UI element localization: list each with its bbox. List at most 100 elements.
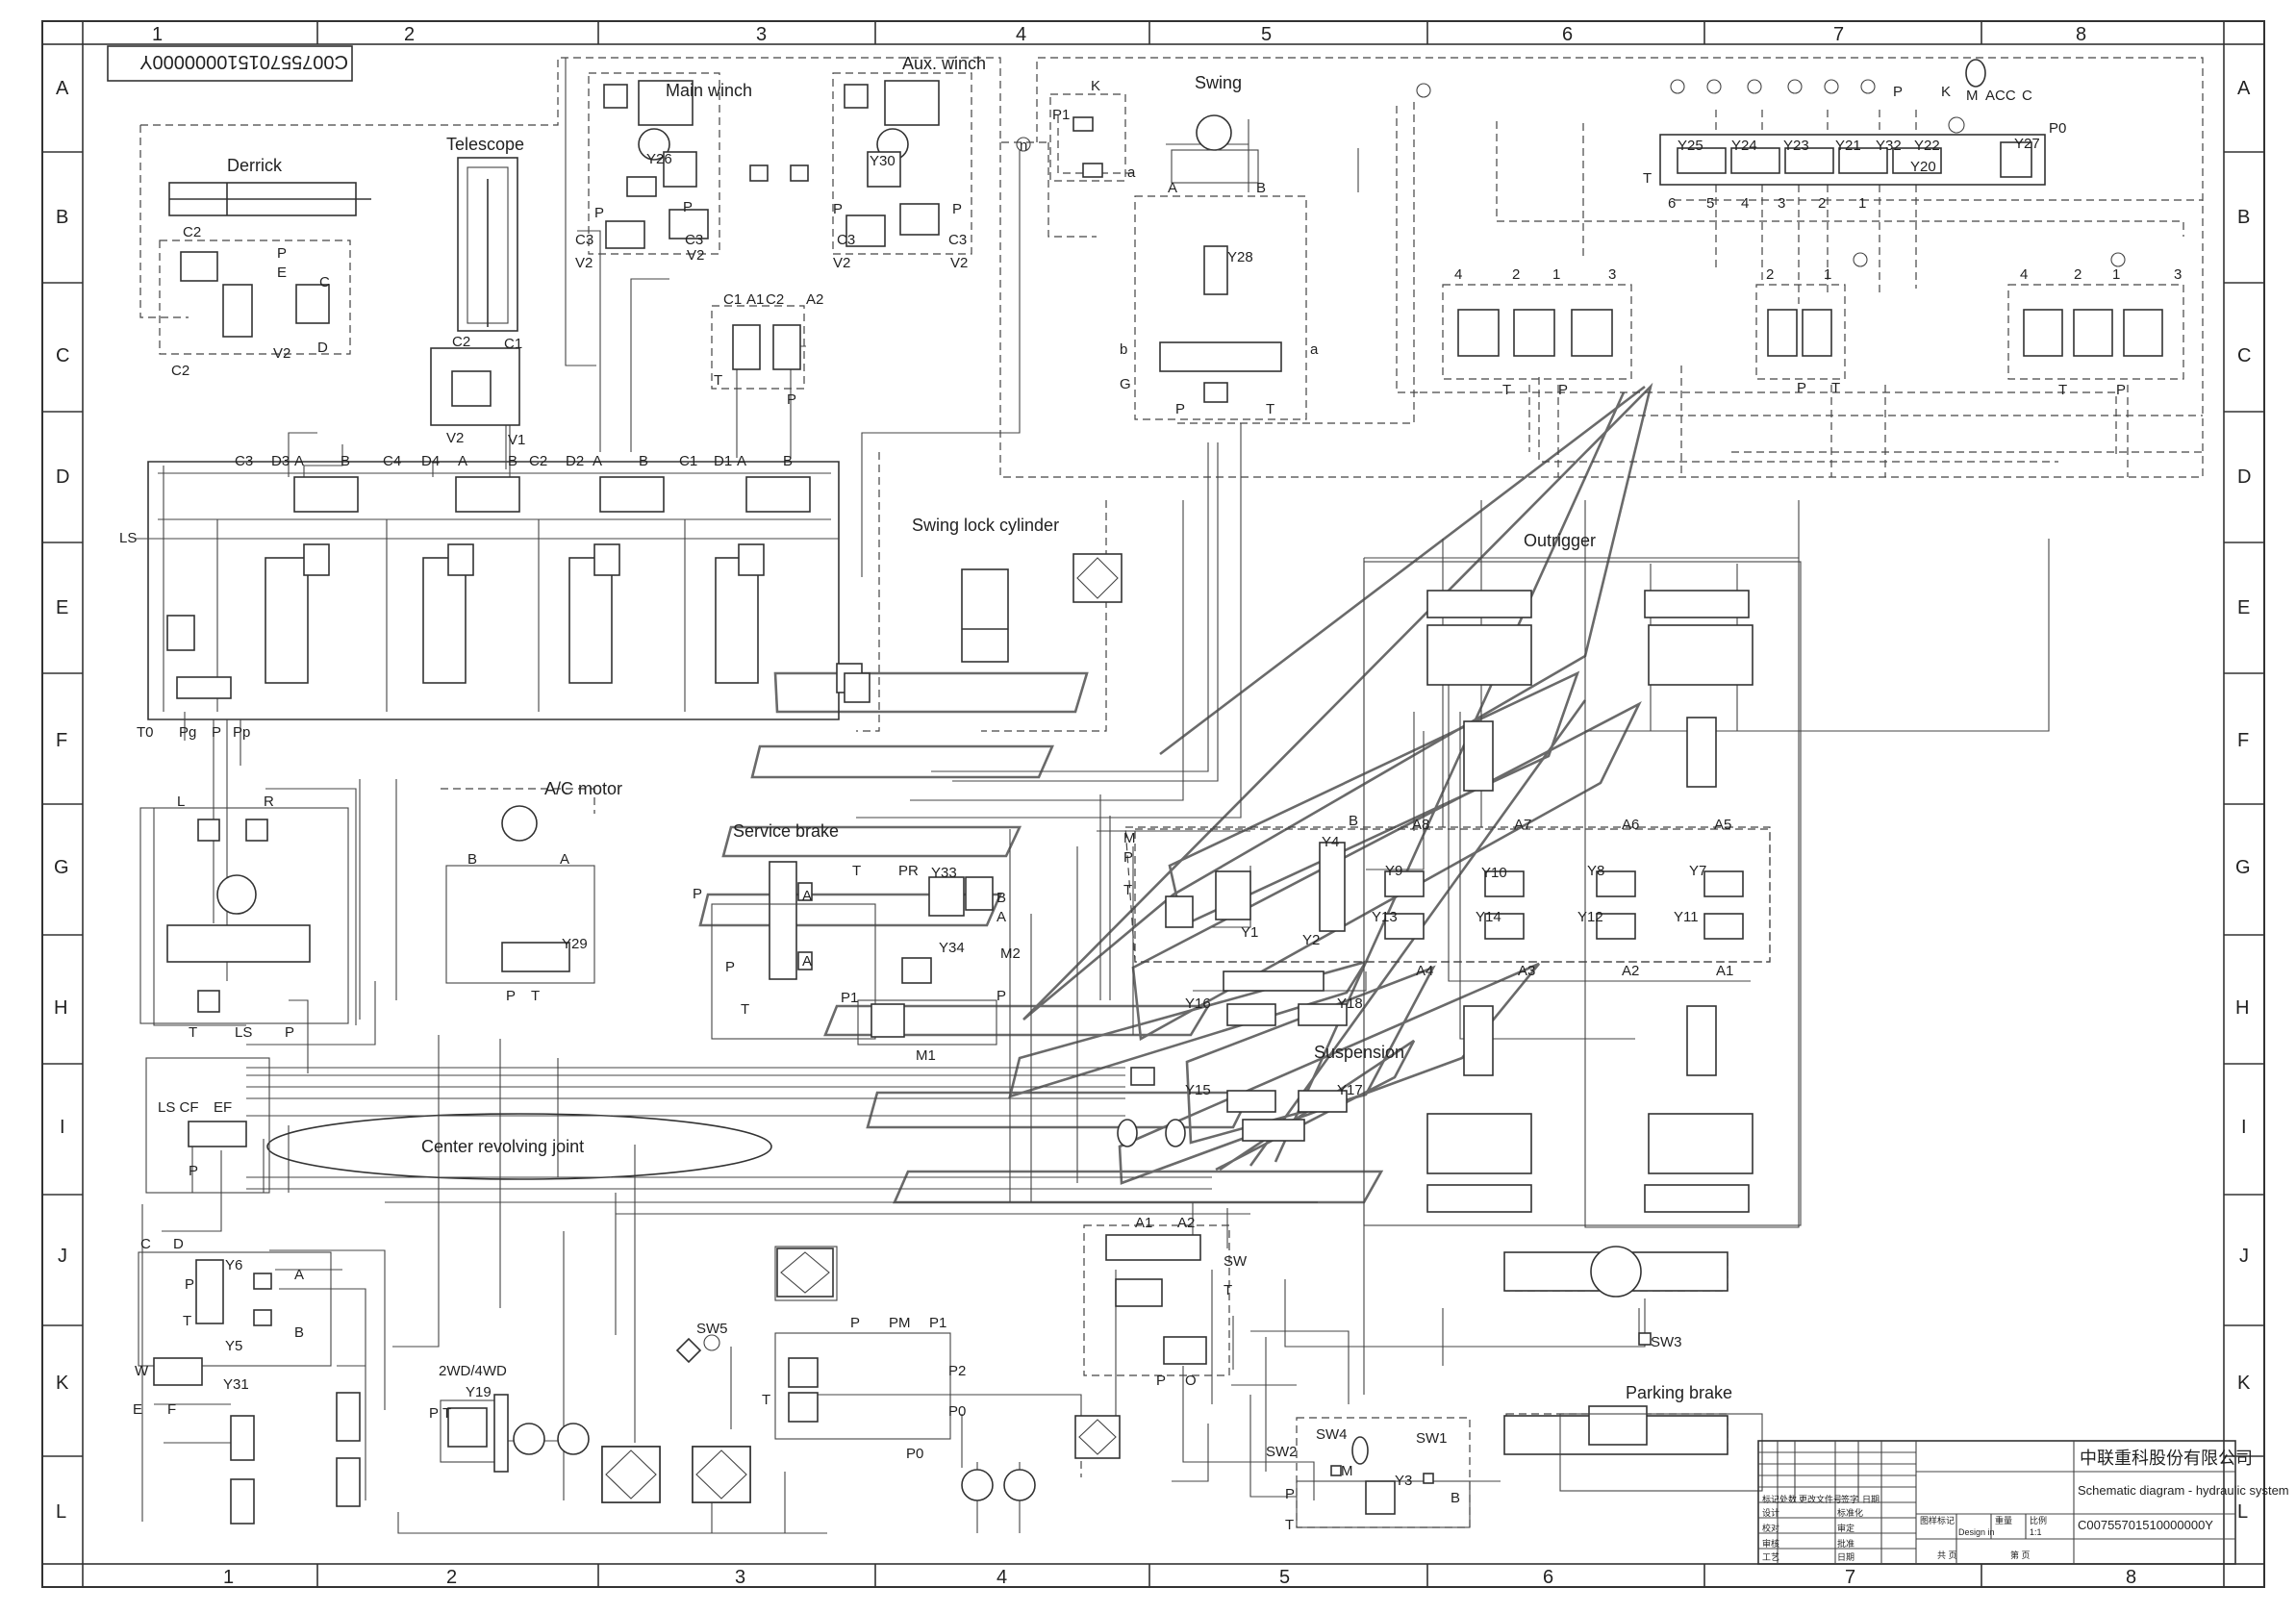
center-joint-label: Center revolving joint	[421, 1137, 584, 1156]
sv-c: C	[2022, 88, 2032, 104]
bj-a2: A2	[1177, 1215, 1195, 1231]
sv-t: T	[1643, 170, 1652, 187]
sb-p: P	[997, 988, 1006, 1004]
sv-4: 4	[1741, 195, 1749, 212]
grid-row-label: L	[56, 1501, 66, 1523]
ac-motor-label: A/C motor	[544, 779, 622, 798]
bank-c3: C3	[235, 453, 253, 469]
pv-p: P	[189, 1163, 198, 1179]
grid-col-label: 7	[1845, 1567, 1855, 1588]
tb-header-date: 日期	[1862, 1495, 1880, 1504]
priority-valve: LS CF EF P	[145, 1057, 270, 1194]
sb-a2: A	[802, 953, 812, 970]
aux-winch-y30: Y30	[870, 153, 896, 169]
pv3-3: 3	[2174, 266, 2182, 283]
wb-a2: A2	[806, 291, 823, 308]
ac-b: B	[467, 851, 477, 868]
grid-row-label: G	[54, 857, 69, 878]
or-y13: Y13	[1372, 909, 1398, 925]
grid-col-label: 8	[2076, 24, 2086, 45]
main-valve-bank: C3 D3 A B C4 D4 A B C2 D2 A B C1 D1 A B …	[119, 453, 863, 741]
grid-row-label: B	[2237, 207, 2250, 228]
main-winch-section: Main winch Y26 P P C3 C3 V2 V2	[575, 72, 809, 271]
or-y7: Y7	[1689, 863, 1706, 879]
or-y9: Y9	[1385, 863, 1402, 879]
main-winch-c3: C3	[575, 232, 593, 248]
grid-row-label: D	[56, 466, 69, 488]
lv-d: D	[173, 1236, 184, 1252]
wd-label: 2WD/4WD	[439, 1363, 507, 1379]
ac-a: A	[560, 851, 569, 868]
susp-y17: Y17	[1337, 1082, 1363, 1098]
ac-p: P	[506, 988, 516, 1004]
suspension-section: Suspension Y16 Y18 Y15 Y17	[1117, 970, 1404, 1147]
grid-col-label: 6	[1543, 1567, 1553, 1588]
grid-row-label: G	[2235, 857, 2251, 878]
tb-row-design: 设计	[1762, 1507, 1779, 1518]
drawing-number-stamp: C00755701510000000Y	[107, 45, 353, 82]
sb-p1: P1	[841, 990, 858, 1006]
tb-doc-number: C00755701510000000Y	[2078, 1518, 2213, 1532]
derrick-port-p: P	[277, 245, 287, 262]
grid-col-label: 3	[735, 1567, 745, 1588]
sb-m2: M2	[1000, 945, 1021, 962]
derrick-port-c: C	[319, 274, 330, 290]
swing-p: P	[1175, 401, 1185, 417]
brake-valve-J: A1 A2 SW T P O	[1105, 1215, 1248, 1389]
or-y14: Y14	[1476, 909, 1501, 925]
wb-p: P	[787, 391, 796, 408]
sv-3: 3	[1778, 195, 1785, 212]
swing-a-right: a	[1310, 341, 1319, 358]
tb-row-date: 日期	[1837, 1552, 1854, 1562]
grid-row-label: H	[54, 997, 67, 1019]
ac-motor-section: A/C motor B A Y29 P T	[445, 779, 622, 1004]
ac-t: T	[531, 988, 540, 1004]
grid-row-label: C	[56, 345, 69, 366]
main-winch-label: Main winch	[666, 81, 752, 100]
sw-sw1: SW1	[1416, 1430, 1448, 1447]
pv3-4: 4	[2020, 266, 2028, 283]
pilot-control-lines	[139, 57, 2204, 1528]
pv-lscf: LS CF	[158, 1099, 199, 1116]
bank-b1: B	[341, 453, 350, 469]
sb-m1: M1	[916, 1047, 936, 1064]
or-a1: A1	[1716, 963, 1733, 979]
filters	[601, 1248, 834, 1503]
bj-sw: SW	[1224, 1253, 1248, 1270]
sv-y20: Y20	[1910, 159, 1936, 175]
pv2-2: 2	[1766, 266, 1774, 283]
pv2-t: T	[1831, 380, 1840, 396]
tb-header-mark: 标记	[1762, 1494, 1779, 1504]
sb-p-mid: P	[693, 886, 702, 902]
tb-header-count: 处数	[1779, 1494, 1797, 1504]
grid-row-label: J	[58, 1246, 67, 1267]
or-a8: A8	[1412, 817, 1429, 833]
cv-t: T	[762, 1392, 770, 1408]
main-winch-v2: V2	[575, 255, 593, 271]
swing-label: Swing	[1195, 73, 1242, 92]
aux-winch-c3-b: C3	[948, 232, 967, 248]
cv-pm: PM	[889, 1315, 911, 1331]
pv2-1: 1	[1824, 266, 1831, 283]
bj-o: O	[1185, 1373, 1197, 1389]
swing-lock-section: Swing lock cylinder	[912, 516, 1123, 663]
wd-y19: Y19	[466, 1384, 492, 1400]
tb-row-standard: 标准化	[1837, 1507, 1863, 1518]
bank-d2: D2	[566, 453, 584, 469]
pv1-t: T	[1502, 382, 1511, 398]
grid-row-label: H	[2235, 997, 2249, 1019]
or-y10: Y10	[1481, 865, 1507, 881]
lv-a: A	[294, 1267, 304, 1283]
sv-k: K	[1941, 84, 1951, 100]
derrick-port-e: E	[277, 265, 287, 281]
grid-col-label: 7	[1833, 24, 1844, 45]
tb-row-process: 工艺	[1762, 1552, 1779, 1562]
lv-t: T	[183, 1313, 191, 1329]
grid-column-labels-bottom: 1 2 3 4 5 6 7 8	[223, 1567, 2136, 1588]
pv3-2: 2	[2074, 266, 2082, 283]
grid-col-label: 4	[1016, 24, 1026, 45]
telescope-port-v2: V2	[446, 430, 464, 446]
or-y8: Y8	[1587, 863, 1604, 879]
lv-y6: Y6	[225, 1257, 242, 1273]
aux-winch-v2: V2	[833, 255, 850, 271]
